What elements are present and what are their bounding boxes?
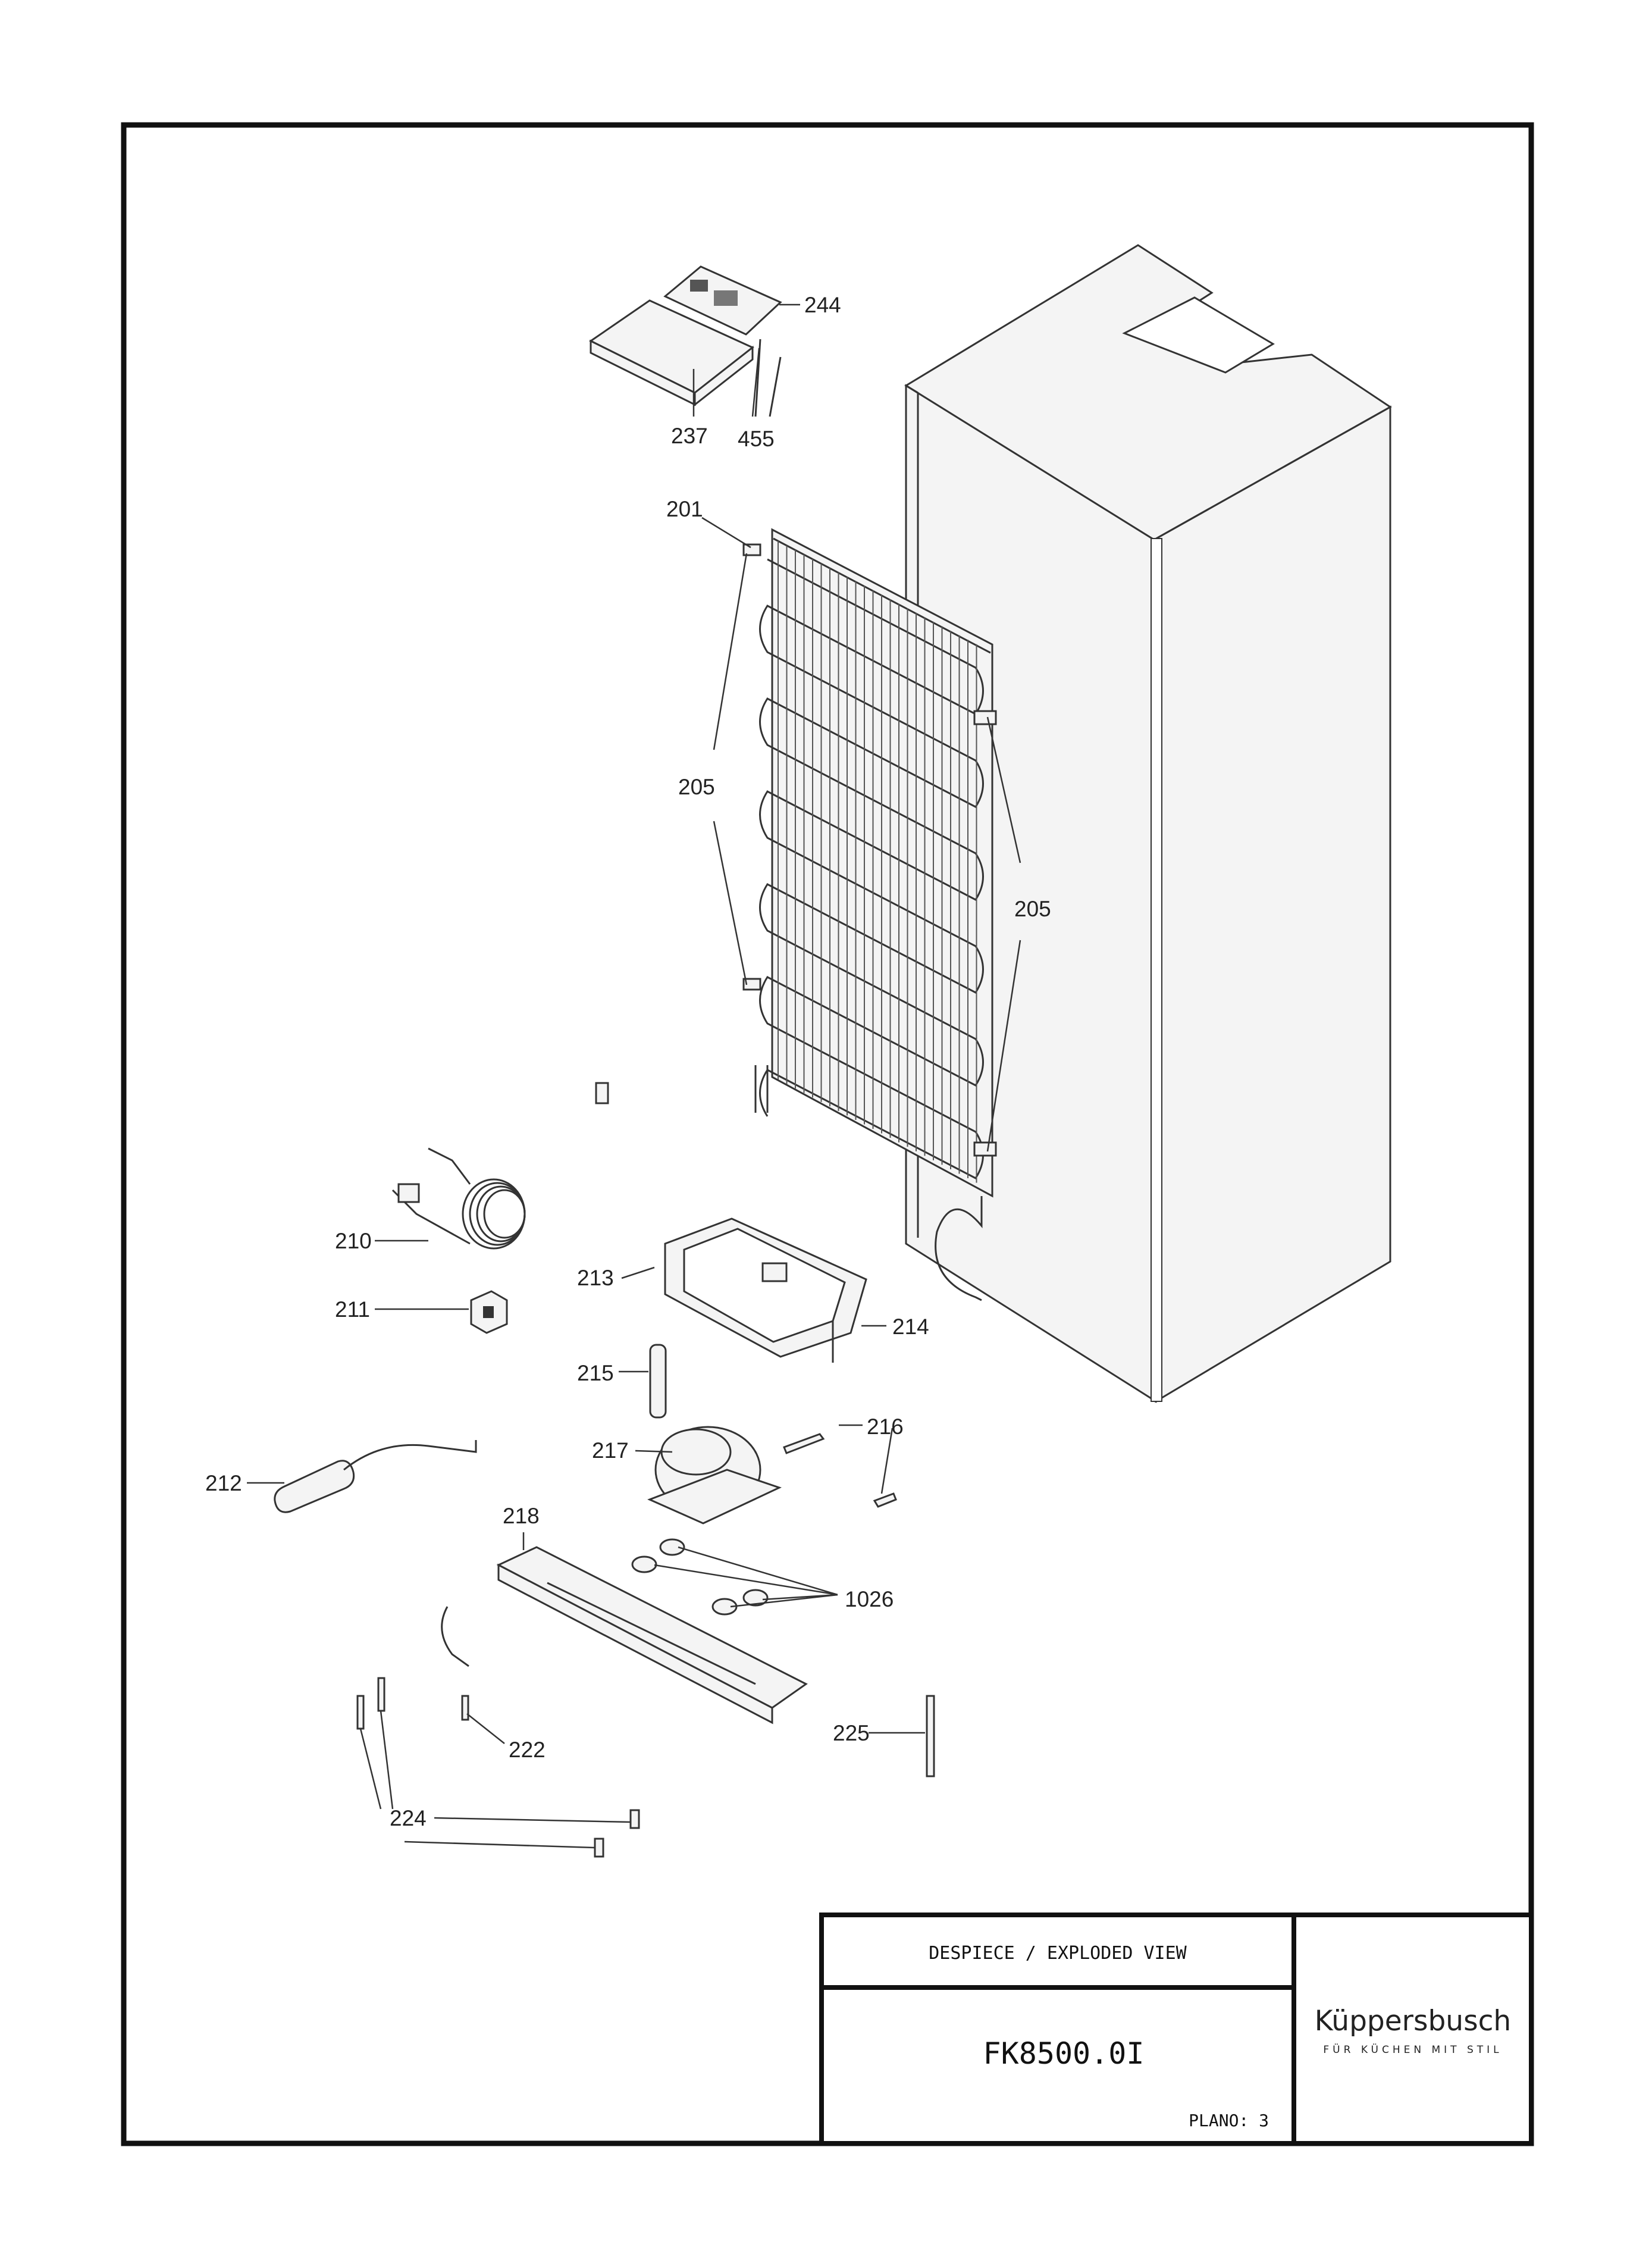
board-screws xyxy=(754,339,782,417)
relay-box xyxy=(470,1290,508,1334)
drip-tray xyxy=(664,1217,867,1363)
callout-205-left: 205 xyxy=(678,775,715,799)
callout-244: 244 xyxy=(804,293,841,317)
callout-212: 212 xyxy=(205,1471,242,1495)
callout-210: 210 xyxy=(335,1229,372,1253)
leader-lines xyxy=(247,303,1021,1849)
capacitor xyxy=(274,1440,477,1513)
brackets xyxy=(783,1433,897,1508)
callout-216: 216 xyxy=(867,1414,904,1439)
brand-name: Küppersbusch xyxy=(1315,2005,1511,2037)
callout-224: 224 xyxy=(390,1806,427,1830)
callout-237: 237 xyxy=(671,424,708,448)
rubber-grommets xyxy=(631,1538,769,1616)
coil-clips xyxy=(595,543,997,1157)
callout-labels: 244 237 455 201 205 205 210 211 213 214 … xyxy=(205,293,1051,1830)
board-cover xyxy=(589,299,754,407)
callout-225: 225 xyxy=(833,1721,870,1745)
callout-455: 455 xyxy=(738,427,775,451)
condenser-coil xyxy=(754,528,993,1301)
loose-parts xyxy=(356,1606,935,1858)
callout-213: 213 xyxy=(577,1266,614,1290)
brand-tagline: FÜR KÜCHEN MIT STIL xyxy=(1323,2043,1502,2056)
callout-1026: 1026 xyxy=(845,1587,894,1611)
compressor xyxy=(647,1426,782,1525)
title-block: DESPIECE / EXPLODED VIEW FK8500.0I PLANO… xyxy=(819,1913,1534,2146)
base-plate xyxy=(496,1546,808,1724)
title-block-header: DESPIECE / EXPLODED VIEW xyxy=(929,1943,1187,1964)
callout-201: 201 xyxy=(666,497,703,521)
power-cord xyxy=(391,1147,526,1250)
callout-205-right: 205 xyxy=(1014,897,1051,921)
callout-217: 217 xyxy=(592,1438,629,1463)
callout-222: 222 xyxy=(509,1738,546,1762)
callout-215: 215 xyxy=(577,1361,614,1385)
callout-211: 211 xyxy=(335,1297,370,1322)
title-block-plano: PLANO: 3 xyxy=(1189,2111,1269,2130)
control-board xyxy=(663,265,782,336)
callout-218: 218 xyxy=(503,1504,540,1528)
title-block-model: FK8500.0I xyxy=(983,2036,1145,2071)
callout-214: 214 xyxy=(892,1314,929,1339)
filter-drier xyxy=(649,1344,667,1419)
